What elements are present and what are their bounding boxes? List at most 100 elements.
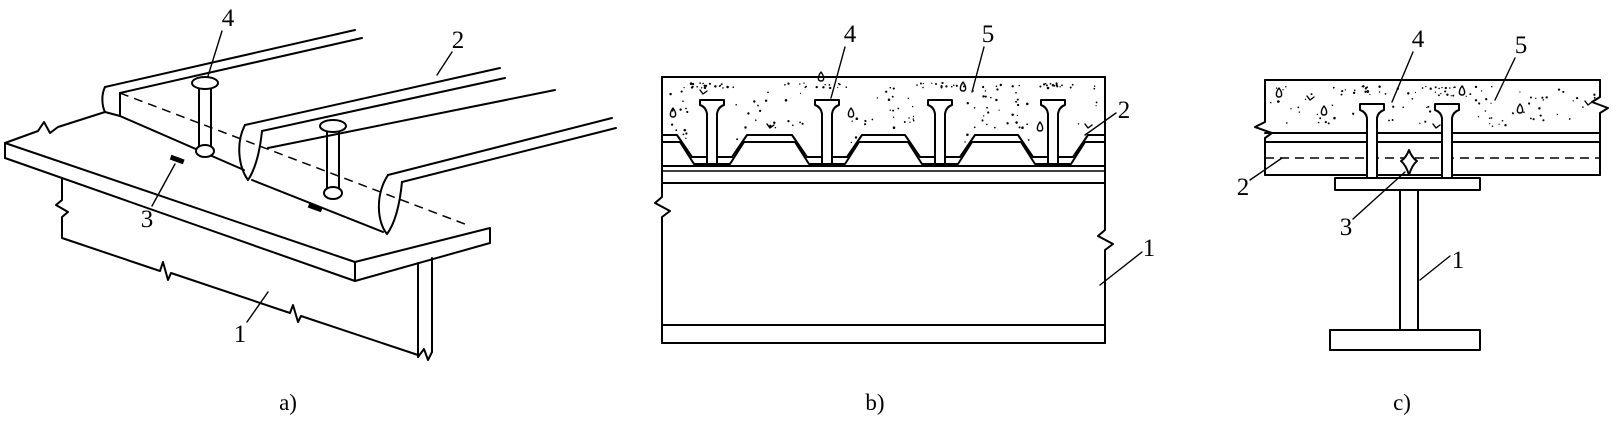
aggregate-dot <box>1069 86 1072 89</box>
leader-line <box>1419 255 1451 281</box>
aggregate-dot <box>682 133 685 136</box>
shear-stud <box>191 76 219 158</box>
flange-front-bottom-edge <box>4 157 356 282</box>
deck-trough-1-edge <box>119 115 245 171</box>
stud-base <box>195 144 215 158</box>
label-1: 1 <box>1143 235 1156 262</box>
stud-head <box>319 119 347 133</box>
aggregate-dot <box>1270 101 1272 104</box>
panel-b: 4 5 2 1 b) <box>654 21 1156 415</box>
label-3: 3 <box>141 206 154 233</box>
aggregate-dot <box>691 82 695 86</box>
aggregate-dot <box>1011 85 1014 88</box>
aggregate-dot <box>764 99 768 102</box>
aggregate-dot <box>998 109 1000 111</box>
stud-outline <box>1359 103 1385 179</box>
aggregate-dot <box>1297 106 1300 109</box>
aggregate-stone <box>1275 87 1283 98</box>
deck-profile-bottom <box>661 141 1106 165</box>
aggregate-dot <box>876 97 879 99</box>
aggregate-dot <box>1469 93 1472 96</box>
deck-trough-2-line <box>267 89 556 149</box>
aggregate-dot <box>889 109 891 111</box>
leader-line <box>151 163 176 207</box>
aggregate-dot <box>1491 125 1494 127</box>
aggregate-dot <box>1437 94 1440 97</box>
leader-line <box>246 291 269 323</box>
aggregate-dot <box>1485 98 1488 101</box>
leader-line <box>971 46 985 93</box>
aggregate-dot <box>753 100 756 103</box>
aggregate-dot <box>1015 121 1018 124</box>
aggregate-dot <box>722 87 724 89</box>
aggregate-dot <box>1504 124 1507 127</box>
beam-web-outline <box>55 177 419 356</box>
aggregate-dot <box>1046 86 1050 90</box>
aggregate-dot <box>829 86 832 90</box>
aggregate-dot <box>1015 100 1018 103</box>
aggregate-dot <box>719 84 722 87</box>
aggregate-dot <box>912 119 915 122</box>
aggregate-dot <box>1429 87 1432 90</box>
stud-outline <box>1434 103 1460 179</box>
aggregate-dot <box>922 86 924 89</box>
aggregate-dot <box>1026 123 1029 126</box>
aggregate-chip <box>1084 123 1093 129</box>
right-break-edge <box>1097 76 1114 344</box>
panel-c: 4 5 2 3 1 c) <box>1237 26 1609 415</box>
aggregate-dot <box>1545 96 1548 99</box>
aggregate-dot <box>803 82 805 84</box>
leader-line <box>1249 157 1283 181</box>
aggregate-dot <box>922 82 924 85</box>
aggregate-dot <box>889 86 892 89</box>
aggregate-dot <box>1572 100 1574 102</box>
shear-stud <box>699 99 725 165</box>
beam-web <box>417 257 433 361</box>
aggregate-dot <box>892 109 895 112</box>
aggregate-dot <box>1489 123 1491 125</box>
aggregate-dot <box>950 85 953 88</box>
aggregate-dot <box>1407 92 1410 95</box>
aggregate-dot <box>1542 99 1545 101</box>
aggregate-dot <box>941 81 944 85</box>
stud-shaft <box>198 87 212 147</box>
aggregate-dot <box>1021 126 1024 129</box>
aggregate-dot <box>799 121 801 124</box>
aggregate-dot <box>864 119 867 123</box>
aggregate-dot <box>691 85 694 88</box>
aggregate-dot <box>982 85 985 89</box>
aggregate-dot <box>1523 111 1525 114</box>
aggregate-dot <box>919 82 922 85</box>
aggregate-dot <box>1378 85 1381 89</box>
weld-mark <box>307 202 323 213</box>
aggregate-dot <box>758 109 762 113</box>
label-4: 4 <box>222 5 235 32</box>
aggregate-dot <box>1362 85 1365 88</box>
deck-rib-2-top-inner <box>261 77 506 132</box>
aggregate-stone <box>1516 103 1524 114</box>
aggregate-dot <box>828 84 831 86</box>
aggregate-dot <box>1529 96 1532 99</box>
aggregate-stone <box>847 107 855 118</box>
aggregate-dot <box>1333 116 1336 120</box>
aggregate-dot <box>955 84 958 87</box>
aggregate-dot <box>984 90 987 92</box>
aggregate-dot <box>1016 103 1020 107</box>
aggregate-dot <box>1042 83 1046 86</box>
left-break-edge <box>654 76 671 344</box>
aggregate-dot <box>1015 91 1017 94</box>
aggregate-dot <box>784 99 788 102</box>
aggregate-dot <box>1490 85 1493 88</box>
aggregate-dot <box>1454 86 1456 88</box>
aggregate-dot <box>984 95 987 98</box>
aggregate-dot <box>1434 86 1437 89</box>
aggregate-dot <box>1477 116 1480 118</box>
aggregate-dot <box>1316 113 1319 116</box>
web-break-mark <box>417 348 433 361</box>
aggregate-dot <box>1290 108 1292 110</box>
aggregate-dot <box>774 126 777 129</box>
aggregate-stone <box>1458 85 1466 96</box>
aggregate-dot <box>1366 86 1369 89</box>
aggregate-dot <box>670 123 674 126</box>
aggregate-dot <box>1441 86 1443 89</box>
